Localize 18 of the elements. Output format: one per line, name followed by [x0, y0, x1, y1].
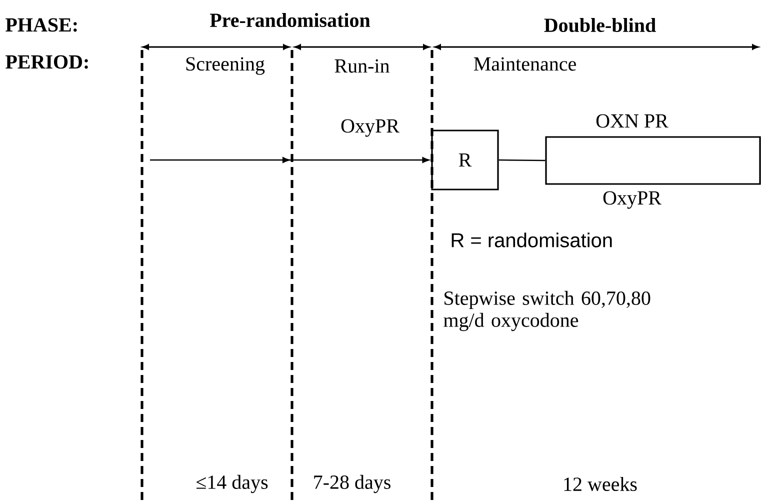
edge-label: OxyPR — [340, 118, 400, 138]
duration-label: ≤14 days — [196, 474, 268, 494]
row-heading: PERIOD: — [6, 55, 88, 69]
arrow — [150, 157, 430, 163]
phase-label: Pre-randomisation — [210, 12, 370, 28]
duration-label: 12 weeks — [564, 476, 637, 492]
legend-note: R = randomisation — [452, 232, 612, 248]
duration-label: 7-28 days — [314, 474, 390, 494]
treatment-box — [545, 136, 761, 185]
period-label: Screening — [186, 57, 265, 75]
oxypr-label: OxyPR — [603, 191, 662, 209]
randomisation-box: R — [431, 130, 499, 190]
phase-label: Double-blind — [544, 18, 656, 32]
period-label: Maintenance — [474, 57, 576, 71]
dose-note: Stepwise switch 60,70,80 mg/d oxycodone — [444, 290, 650, 332]
period-label: Run-in — [334, 59, 390, 73]
row-heading: PHASE: — [6, 18, 77, 32]
oxn-label: OXN PR — [596, 114, 668, 128]
